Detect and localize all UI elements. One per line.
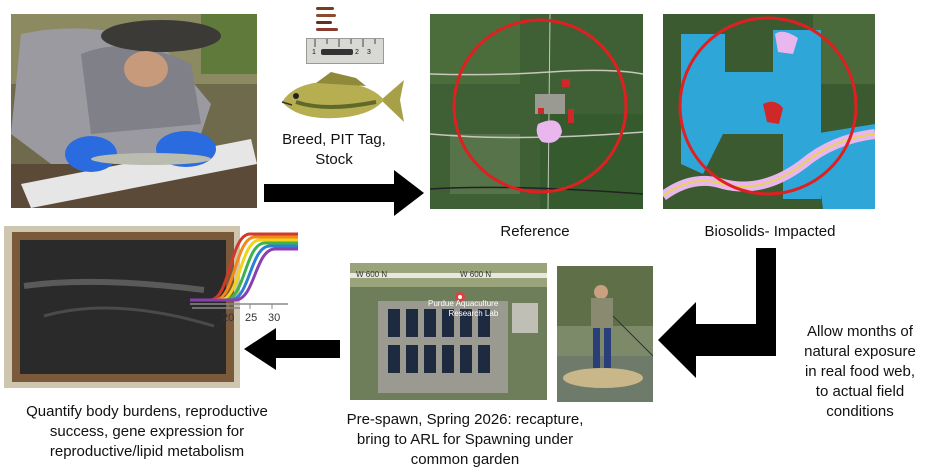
fish-tagging-photo [11, 14, 257, 208]
growth-curve-line [190, 241, 298, 302]
curve-axis-line [190, 303, 288, 309]
arrow-left-icon [244, 328, 340, 370]
pit-tags-image [312, 4, 342, 34]
biosolids-map [663, 14, 875, 209]
ruler-tick-label: 1 [312, 49, 316, 56]
road-label: W 600 N [356, 270, 388, 279]
step-recapture-label: Pre-spawn, Spring 2026: recapture, bring… [346, 411, 584, 468]
axis-tick-label: 20 [222, 312, 235, 324]
axis-tick-label: 25 [245, 312, 258, 324]
aquaculture-lab-map: W 600 N W 600 N Purdue Aquaculture Resea… [350, 263, 547, 400]
arrow-down-left-icon [658, 248, 776, 378]
step-exposure-label: Allow months of natural exposure in real… [804, 323, 916, 420]
step-reference-label: Reference [500, 223, 570, 240]
step-biosolids-label: Biosolids- Impacted [704, 223, 836, 240]
step-breed-label: Breed, PIT Tag, Stock [282, 131, 386, 168]
growth-curve-line [190, 247, 298, 302]
ruler: 1 2 3 [306, 38, 384, 64]
growth-curves-overlay [190, 232, 298, 302]
reference-map [430, 14, 643, 209]
arrow-right-icon [264, 170, 424, 216]
angler-kayak-photo [557, 266, 653, 402]
ruler-tick-label: 2 [355, 49, 359, 56]
bass-fish-image [276, 72, 406, 128]
axis-tick-label: 30 [268, 312, 281, 324]
road-label: W 600 N [460, 270, 492, 279]
step-quantify-label: Quantify body burdens, reproductive succ… [26, 403, 268, 460]
ruler-tick-label: 3 [367, 49, 371, 56]
lab-name-label: Purdue Aquaculture Research Lab [428, 299, 499, 318]
fish-tank-image [4, 226, 240, 388]
